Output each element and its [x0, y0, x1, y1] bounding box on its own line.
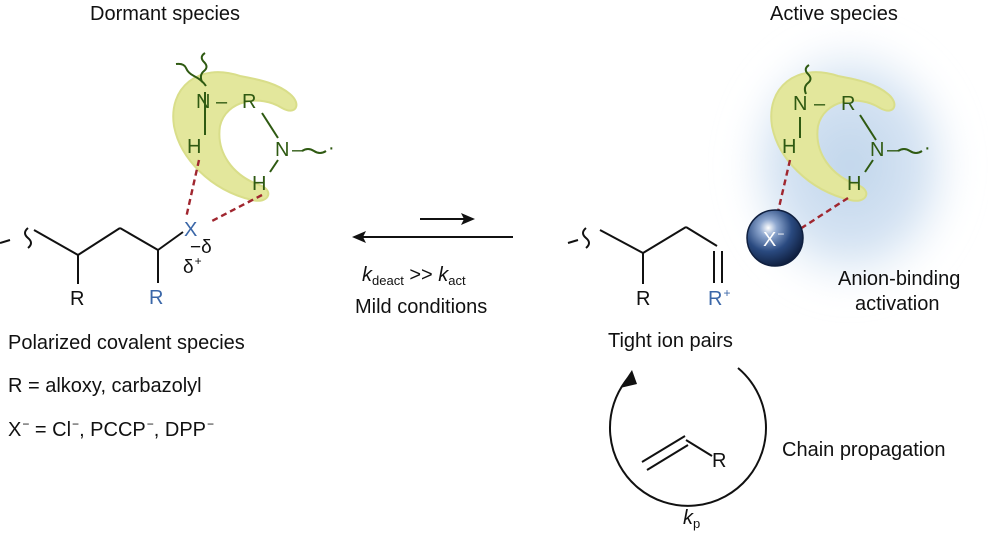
- x-definition: X− = Cl−, PCCP−, DPP−: [8, 417, 215, 441]
- rate-constant-relation: kdeact >> kact: [362, 264, 466, 288]
- propagation-arrowhead: [620, 370, 637, 388]
- active-catalyst-n2: N: [870, 139, 885, 161]
- ion-pair-chain: [567, 226, 723, 284]
- dormant-catalyst-dash1: –: [216, 91, 228, 113]
- dormant-description: Polarized covalent species: [8, 332, 245, 354]
- active-title: Active species: [770, 3, 898, 25]
- chain-propagation-label: Chain propagation: [782, 439, 946, 461]
- active-catalyst-n1: N: [793, 93, 808, 115]
- dormant-catalyst-n2: N: [275, 139, 290, 161]
- dormant-chain: [0, 227, 184, 284]
- dormant-catalyst-bonds: [175, 52, 327, 173]
- anion-label: X−: [763, 227, 785, 251]
- activation-label-line1: Anion-binding: [838, 268, 961, 290]
- active-catalyst-h2: H: [847, 173, 862, 195]
- dormant-catalyst-dot: ·: [328, 137, 335, 159]
- dormant-substituent-r2: R: [149, 287, 164, 309]
- equilibrium-arrows: [352, 213, 513, 243]
- propagation-cycle-arrow: [609, 367, 767, 507]
- active-catalyst-dot: ·: [924, 137, 931, 159]
- active-catalyst-h1: H: [782, 136, 797, 158]
- monomer-substituent-r: R: [712, 450, 727, 472]
- active-catalyst-dash2: –: [887, 139, 899, 161]
- monomer-structure: [641, 435, 713, 471]
- mild-conditions-label: Mild conditions: [355, 296, 488, 318]
- active-catalyst-r: R: [841, 93, 856, 115]
- dormant-catalyst-dash2: –: [292, 139, 304, 161]
- activation-label-line2: activation: [855, 293, 940, 315]
- dormant-catalyst-h2: H: [252, 173, 267, 195]
- dormant-title: Dormant species: [90, 3, 241, 25]
- active-catalyst-dash1: –: [814, 93, 826, 115]
- dormant-catalyst-h1: H: [187, 136, 202, 158]
- dormant-catalyst-n1: N: [196, 91, 211, 113]
- active-catalyst-bonds: [799, 64, 923, 173]
- delta-minus: −δ: [190, 237, 212, 258]
- dormant-catalyst-r: R: [242, 91, 257, 113]
- ion-pair-substituent-r1: R: [636, 288, 651, 310]
- anion-ball: [746, 209, 804, 267]
- kp-label: kp: [683, 507, 701, 531]
- r-definition: R = alkoxy, carbazolyl: [8, 375, 202, 397]
- ion-pair-substituent-r2: R+: [708, 286, 731, 310]
- tight-ion-pairs-label: Tight ion pairs: [608, 330, 733, 352]
- dormant-leaving-group-x: X: [184, 219, 198, 241]
- catalyst-crescent-active: [770, 71, 896, 202]
- delta-plus: δ+: [183, 254, 202, 278]
- dormant-substituent-r1: R: [70, 288, 85, 310]
